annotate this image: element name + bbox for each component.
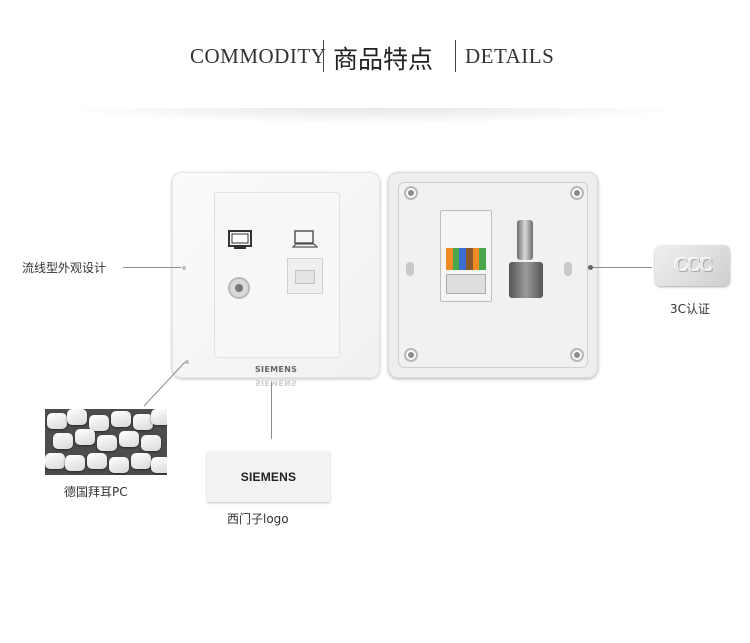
header-divider: [455, 40, 456, 72]
header-title: 商品特点: [333, 45, 434, 74]
design-point: [182, 266, 186, 270]
logo-callout-label: 西门子logo: [227, 512, 289, 526]
back-frame: [398, 182, 588, 368]
ccc-mark-text: CCC: [673, 254, 713, 276]
computer-icon: [292, 230, 318, 248]
material-callout-line: [143, 361, 186, 407]
header-details: DETAILS: [465, 44, 555, 68]
f-connector-body: [509, 262, 543, 298]
siemens-logo-text: SIEMENS: [240, 469, 297, 484]
network-terminal-block: [446, 274, 486, 294]
material-point: [185, 360, 189, 364]
header-shadow: [60, 108, 690, 124]
header-commodity: COMMODITY: [190, 44, 327, 68]
f-connector: [517, 220, 533, 260]
screw-hole: [404, 348, 418, 362]
material-callout-label: 德国拜耳PC: [64, 485, 128, 499]
front-brand-label: SIEMENS: [255, 365, 298, 374]
design-callout-line: [123, 267, 181, 268]
front-brand-reflection: SIEMENS: [255, 378, 298, 387]
screw-hole: [570, 348, 584, 362]
siemens-logo-sample: SIEMENS: [207, 451, 330, 502]
ccc-certification-mark: CCC: [655, 245, 730, 286]
network-wires: [446, 248, 487, 270]
logo-callout-line: [271, 382, 272, 439]
header-divider: [323, 40, 324, 72]
pc-pellets-image: [45, 409, 167, 475]
design-callout-label: 流线型外观设计: [22, 261, 107, 275]
mount-slot: [564, 262, 572, 276]
cert-callout-label: 3C认证: [670, 302, 711, 316]
screw-hole: [404, 186, 418, 200]
cert-point: [588, 265, 593, 270]
mount-slot: [406, 262, 414, 276]
rj45-port: [287, 258, 323, 294]
coax-port: [228, 277, 250, 299]
tv-icon: [228, 230, 252, 249]
section-header: COMMODITY 商品特点 DETAILS: [0, 38, 750, 124]
screw-hole: [570, 186, 584, 200]
cert-callout-line: [592, 267, 652, 268]
